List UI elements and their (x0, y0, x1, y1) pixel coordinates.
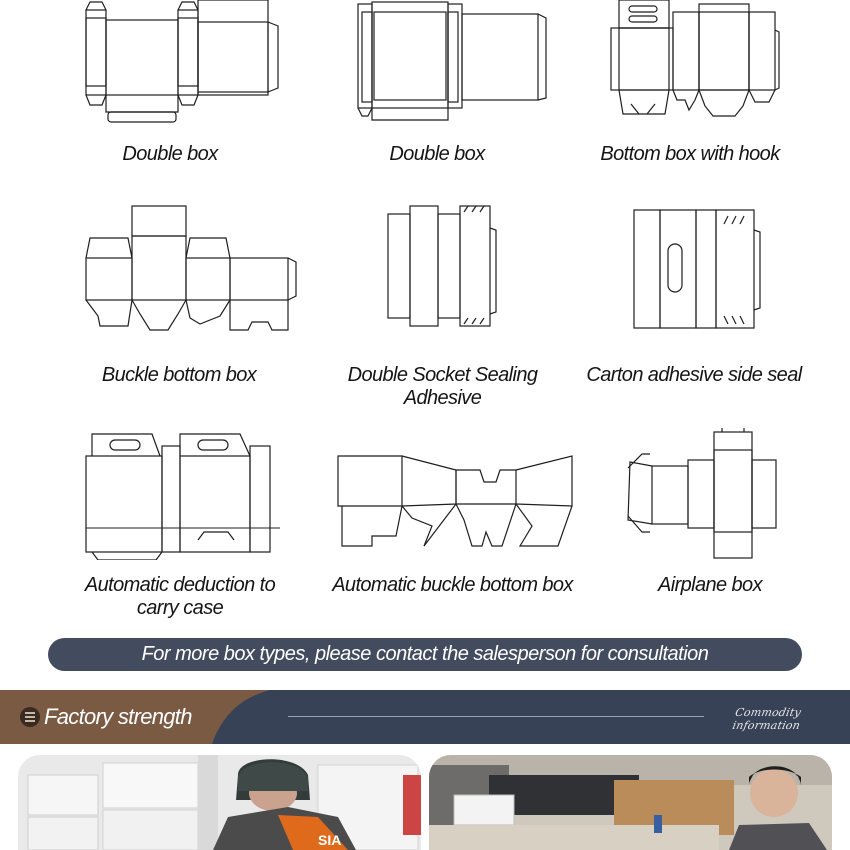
section-script-text: Commodity information (731, 706, 803, 732)
box-label-auto-buckle: Automatic buckle bottom box (332, 574, 573, 596)
box-diagram-airplane-box (622, 428, 782, 560)
band-brown-shape (0, 690, 270, 744)
box-diagram-double-box-1 (80, 0, 290, 128)
box-diagram-socket-sealing (380, 200, 500, 336)
svg-text:SIA: SIA (318, 832, 341, 848)
factory-worker-photo: SIA (18, 755, 421, 850)
menu-circle-icon (20, 707, 40, 727)
section-title: Factory strength (44, 704, 192, 729)
factory-packaging-photo (429, 755, 832, 850)
contact-banner: For more box types, please contact the s… (48, 638, 802, 671)
box-diagram-carry-case (80, 428, 280, 560)
box-label-carry-case: Automatic deduction to carry case (84, 574, 276, 619)
box-diagram-double-box-2 (352, 0, 552, 128)
box-label-socket-sealing: Double Socket Sealing Adhesive (347, 364, 538, 409)
box-diagram-hook-bottom-box (605, 0, 785, 128)
box-label-double-box-1: Double box (122, 143, 218, 165)
box-diagram-side-seal-carton (628, 200, 768, 336)
box-label-airplane-box: Airplane box (658, 574, 763, 596)
box-label-buckle-bottom-box: Buckle bottom box (101, 364, 257, 386)
divider-line (288, 716, 704, 717)
box-label-hook-bottom-box: Bottom box with hook (600, 143, 780, 165)
box-diagram-buckle-bottom-box (80, 200, 302, 336)
box-label-side-seal-carton: Carton adhesive side seal (586, 364, 802, 386)
section-header-band: Factory strength Commodity information (0, 690, 850, 744)
box-label-double-box-2: Double box (389, 143, 485, 165)
box-diagram-auto-buckle (332, 448, 576, 558)
